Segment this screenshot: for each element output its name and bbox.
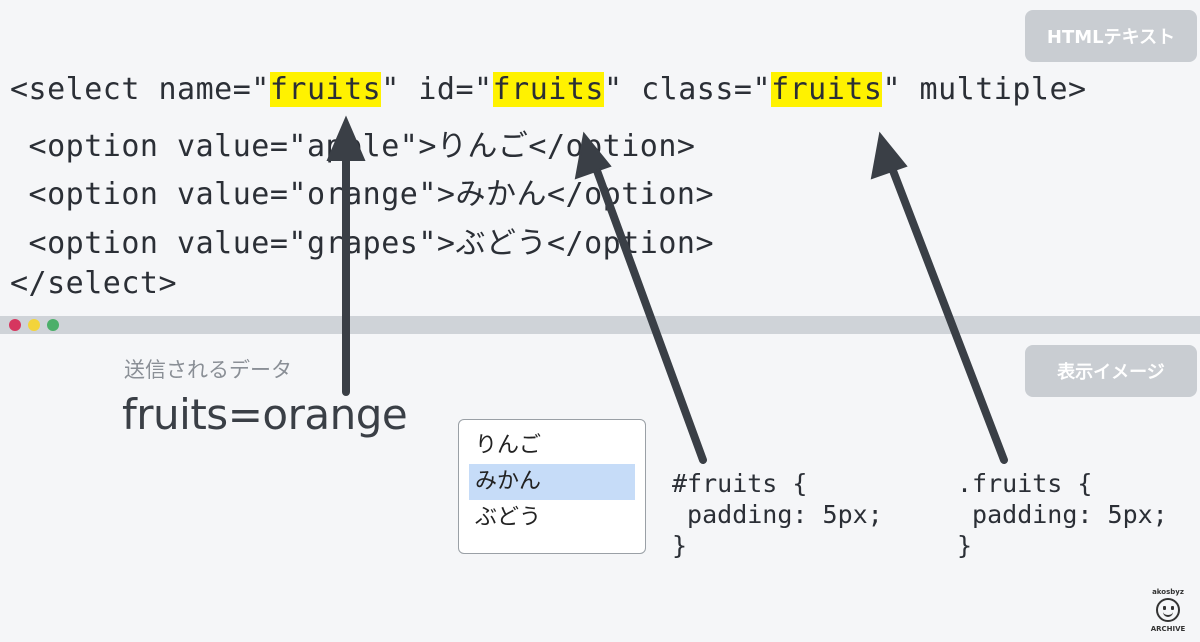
list-option-orange[interactable]: みかん <box>469 464 635 500</box>
logo-text-top: akosbyz <box>1152 588 1184 596</box>
smiley-face-icon <box>1156 598 1180 622</box>
list-option-apple[interactable]: りんご <box>475 433 542 458</box>
archive-logo: akosbyz ARCHIVE <box>1146 588 1190 638</box>
code-text: " class=" <box>604 72 772 107</box>
code-select-close-line: </select> <box>10 266 178 301</box>
list-option-grapes[interactable]: ぶどう <box>475 505 542 530</box>
logo-text-bottom: ARCHIVE <box>1150 625 1186 633</box>
class-attr-value: fruits <box>771 72 883 107</box>
window-close-dot <box>9 319 21 331</box>
code-select-open-line: <select name="fruits" id="fruits" class=… <box>10 72 1087 107</box>
smiley-eye-icon <box>1163 606 1166 610</box>
window-title-bar <box>0 316 1200 334</box>
html-text-badge: HTMLテキスト <box>1025 10 1197 62</box>
code-text: </option> <box>546 226 715 261</box>
code-text: </option> <box>546 177 715 212</box>
code-text: <option value="apple"> <box>10 129 437 164</box>
smiley-eye-icon <box>1171 606 1174 610</box>
window-minimize-dot <box>28 319 40 331</box>
code-option-grapes-line: <option value="grapes">ぶどう</option> <box>10 218 714 262</box>
smiley-mouth-icon <box>1163 611 1173 617</box>
code-text: <select name=" <box>10 72 270 107</box>
sent-data-label: 送信されるデータ <box>124 358 292 382</box>
option-label: ぶどう <box>455 226 547 261</box>
name-attr-value: fruits <box>269 72 382 107</box>
option-label: みかん <box>455 177 547 212</box>
id-attr-value: fruits <box>492 72 604 107</box>
sent-data-value: fruits=orange <box>122 390 408 439</box>
option-label: りんご <box>436 129 529 164</box>
css-id-rule: #fruits { padding: 5px; } <box>672 469 883 560</box>
code-text: </option> <box>528 129 696 164</box>
fruits-multiple-select[interactable]: りんご みかん ぶどう <box>458 419 646 554</box>
code-option-apple-line: <option value="apple">りんご</option> <box>10 121 695 165</box>
code-option-orange-line: <option value="orange">みかん</option> <box>10 169 714 213</box>
code-text: " id=" <box>381 72 493 107</box>
code-text: <option value="grapes"> <box>10 226 456 261</box>
code-text: " multiple> <box>882 72 1087 107</box>
css-class-rule: .fruits { padding: 5px; } <box>957 469 1168 560</box>
code-text: <option value="orange"> <box>10 177 456 212</box>
display-image-badge: 表示イメージ <box>1025 345 1197 397</box>
window-maximize-dot <box>47 319 59 331</box>
